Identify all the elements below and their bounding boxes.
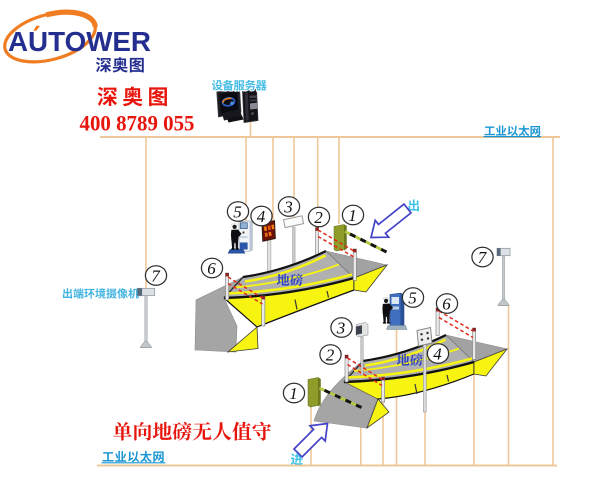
svg-text:4: 4 (257, 207, 266, 226)
svg-text:6: 6 (207, 259, 216, 278)
svg-text:7: 7 (151, 266, 161, 285)
svg-text:3: 3 (283, 197, 293, 216)
svg-text:AUTOWER: AUTOWER (8, 26, 151, 57)
svg-text:1: 1 (348, 206, 357, 225)
svg-text:6: 6 (442, 294, 451, 313)
svg-text:7: 7 (478, 248, 488, 267)
svg-text:3: 3 (336, 318, 346, 337)
svg-text:5: 5 (408, 288, 417, 307)
svg-text:2: 2 (314, 208, 323, 227)
svg-text:5: 5 (233, 202, 242, 221)
svg-text:4: 4 (433, 344, 442, 363)
svg-text:400 8789 055: 400 8789 055 (80, 111, 195, 136)
svg-text:2: 2 (326, 345, 335, 364)
svg-text:1: 1 (289, 384, 298, 403)
